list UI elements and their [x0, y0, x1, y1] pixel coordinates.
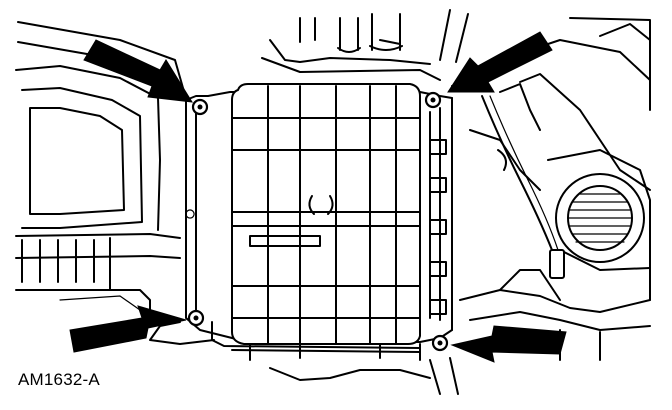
arrow-icon-top-left: [83, 39, 193, 103]
nut-icon-top-right: [424, 91, 442, 109]
figure-caption: AM1632-A: [18, 370, 100, 389]
arrow-icon-bottom-left: [69, 305, 187, 353]
arrow-icon-top-right: [447, 31, 553, 93]
nut-icon-bottom-right: [431, 334, 449, 352]
left-panel-structure: [15, 21, 186, 321]
arrow-icon-bottom-right: [450, 325, 567, 363]
evaporator-core: [231, 83, 421, 345]
nut-icon-top-left: [191, 98, 209, 116]
nut-icon-bottom-left: [187, 309, 205, 327]
lower-bracket: [149, 321, 459, 395]
top-duct-tubes: [261, 9, 469, 81]
